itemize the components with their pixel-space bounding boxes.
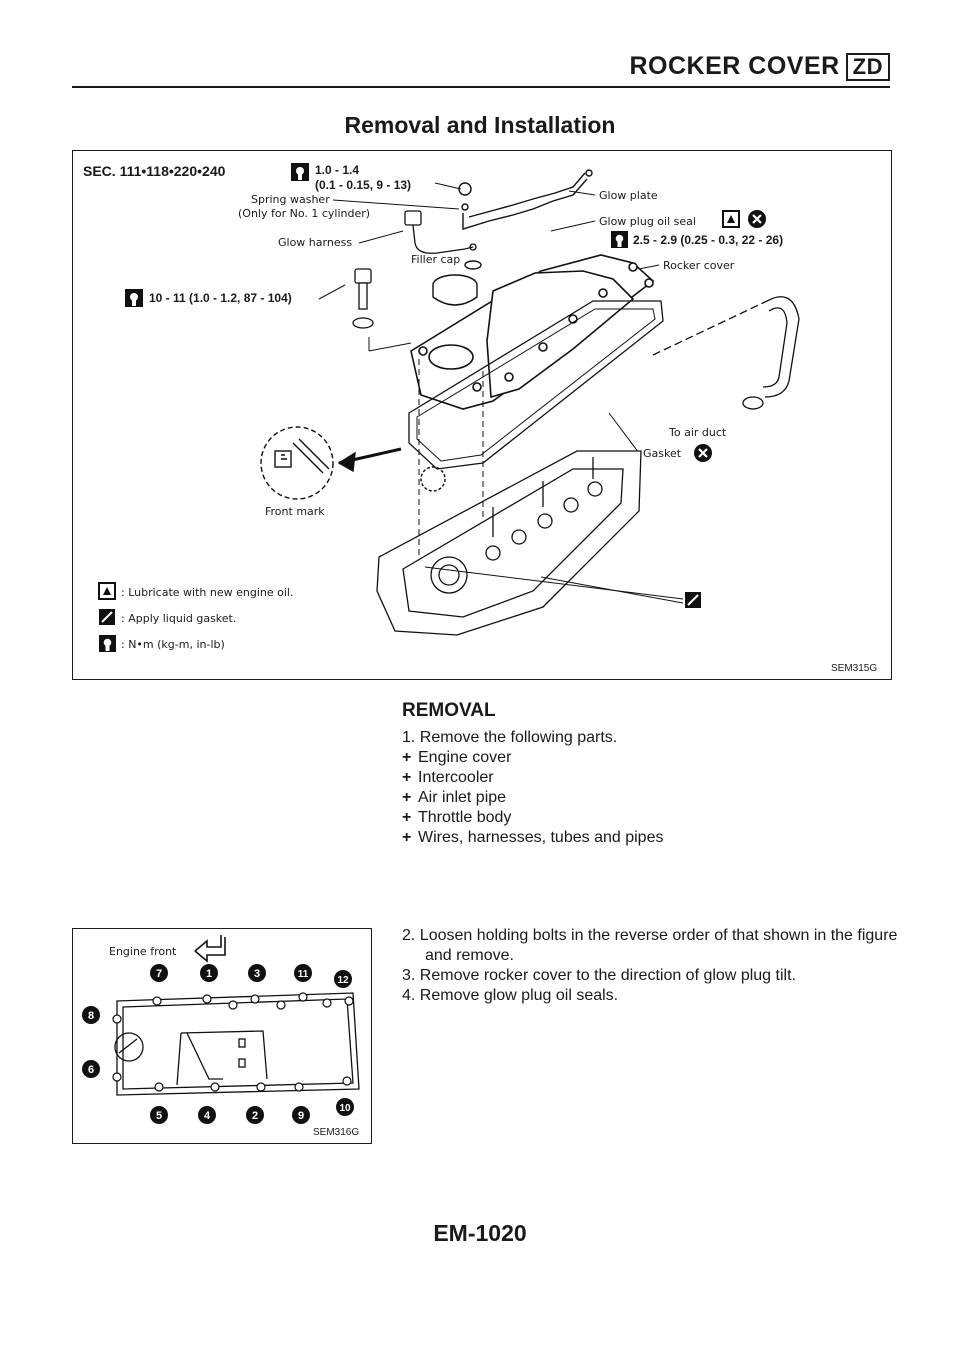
removal-heading: REMOVAL <box>402 700 496 721</box>
bolt-number-marker: 4 <box>198 1106 216 1124</box>
header-rule <box>72 86 890 88</box>
bolt-number-marker: 12 <box>334 970 352 988</box>
removal-step1-block: 1. Remove the following parts. +Engine c… <box>402 728 902 848</box>
glow-harness-part <box>404 210 477 254</box>
exploded-view-drawing: SEC. 111•118•220•240 1.0 - 1.4 (0.1 - 0.… <box>83 163 877 674</box>
rocker-cover-part <box>410 254 655 410</box>
torque-icon <box>291 163 309 181</box>
glow-plug-oil-seal-label: Glow plug oil seal <box>599 215 696 228</box>
legend-torque: : N•m (kg-m, in-lb) <box>121 638 225 651</box>
svg-text:9: 9 <box>298 1110 304 1122</box>
svg-text:8: 8 <box>88 1010 94 1022</box>
bolt-number-marker: 2 <box>246 1106 264 1124</box>
filler-cap-label: Filler cap <box>411 253 460 266</box>
bolt-number-marker: 5 <box>150 1106 168 1124</box>
list-item: +Air inlet pipe <box>402 789 507 806</box>
list-item: +Throttle body <box>402 809 512 826</box>
legend-lubricate-icon <box>98 582 116 600</box>
bolt-number-marker: 11 <box>294 964 312 982</box>
legend-liquid-gasket: : Apply liquid gasket. <box>121 612 236 625</box>
bolt-positions <box>112 992 354 1092</box>
gasket-label: Gasket <box>643 447 682 460</box>
torque-top-sub: (0.1 - 0.15, 9 - 13) <box>315 178 411 192</box>
section-title: Removal and Installation <box>344 112 616 138</box>
removal-steps-block: 2. Loosen holding bolts in the reverse o… <box>402 926 902 1006</box>
figure1-id: SEM315G <box>831 663 877 674</box>
list-item: +Intercooler <box>402 769 494 786</box>
leader-lines <box>318 182 660 454</box>
air-duct-hose-part <box>652 296 800 410</box>
front-mark-callout <box>260 426 446 500</box>
mounting-bolt-part <box>352 268 374 329</box>
svg-text:6: 6 <box>88 1064 94 1076</box>
bolt-number-marker: 6 <box>82 1060 100 1078</box>
lubricate-icon <box>722 210 740 228</box>
bolt-number-marker: 3 <box>248 964 266 982</box>
engine-code-badge: ZD <box>845 53 890 81</box>
bolt-order-figure: Engine front 7 1 <box>72 928 372 1144</box>
to-air-duct-label: To air duct <box>668 426 727 439</box>
cylinder-head-part <box>376 450 642 636</box>
spring-washer-label: Spring washer <box>251 193 330 206</box>
svg-text:4: 4 <box>204 1110 211 1122</box>
svg-text:2: 2 <box>252 1110 258 1122</box>
front-mark-label: Front mark <box>265 505 325 518</box>
glow-plate-label: Glow plate <box>599 189 658 202</box>
bullet-icon: + <box>402 769 412 786</box>
header-title-text: ROCKER COVER <box>629 52 840 80</box>
svg-text:1: 1 <box>206 968 212 980</box>
glow-harness-label: Glow harness <box>278 236 352 249</box>
removal-step2: 2. Loosen holding bolts in the reverse o… <box>402 927 898 964</box>
svg-text:10: 10 <box>339 1103 351 1114</box>
legend-liquid-gasket-icon <box>99 609 115 625</box>
svg-text:3: 3 <box>254 968 260 980</box>
bullet-icon: + <box>402 749 412 766</box>
bolt-number-marker: 8 <box>82 1006 100 1024</box>
bullet-icon: + <box>402 829 412 846</box>
torque-seal-value: 2.5 - 2.9 (0.25 - 0.3, 22 - 26) <box>633 233 783 247</box>
bullet-icon: + <box>402 809 412 826</box>
svg-text:7: 7 <box>156 968 162 980</box>
replace-icon <box>748 210 766 228</box>
page-number: EM-1020 <box>433 1220 527 1246</box>
glow-plate-part <box>458 169 593 230</box>
bolt-number-marker: 9 <box>292 1106 310 1124</box>
exploded-view-figure: SEC. 111•118•220•240 1.0 - 1.4 (0.1 - 0.… <box>72 150 892 680</box>
torque-icon <box>611 231 628 248</box>
svg-text:5: 5 <box>156 1110 162 1122</box>
removal-step1: 1. Remove the following parts. <box>402 729 618 746</box>
bullet-icon: + <box>402 789 412 806</box>
torque-icon <box>125 289 143 307</box>
rocker-cover-label: Rocker cover <box>663 259 735 272</box>
bolt-order-drawing: Engine front 7 1 <box>82 935 360 1138</box>
filler-cap-part <box>432 260 482 306</box>
bolt-number-marker: 10 <box>336 1098 354 1116</box>
bolt-number-markers: 7 1 3 11 12 8 6 5 4 2 9 10 <box>82 964 354 1124</box>
figure2-id: SEM316G <box>313 1127 359 1138</box>
legend-lubricate: : Lubricate with new engine oil. <box>121 586 293 599</box>
sec-label: SEC. 111•118•220•240 <box>83 163 226 179</box>
torque-top-value: 1.0 - 1.4 <box>315 163 359 177</box>
svg-text:11: 11 <box>298 969 309 980</box>
guide-lines <box>368 337 684 604</box>
legend-torque-icon <box>99 635 116 652</box>
cover-outline <box>114 992 360 1096</box>
liquid-gasket-icon <box>685 592 701 608</box>
bolt-number-marker: 7 <box>150 964 168 982</box>
torque-bolt-value: 10 - 11 (1.0 - 1.2, 87 - 104) <box>149 291 292 305</box>
engine-front-label: Engine front <box>109 945 177 958</box>
svg-text:12: 12 <box>337 975 349 986</box>
removal-step3: 3. Remove rocker cover to the direction … <box>402 967 796 984</box>
bolt-number-marker: 1 <box>200 964 218 982</box>
list-item: +Engine cover <box>402 749 512 766</box>
spring-washer-note: (Only for No. 1 cylinder) <box>238 207 370 220</box>
removal-step4: 4. Remove glow plug oil seals. <box>402 987 619 1004</box>
gasket-part <box>408 300 664 470</box>
list-item: +Wires, harnesses, tubes and pipes <box>402 829 664 846</box>
replace-icon <box>694 444 712 462</box>
arrow-left-icon <box>194 935 226 963</box>
